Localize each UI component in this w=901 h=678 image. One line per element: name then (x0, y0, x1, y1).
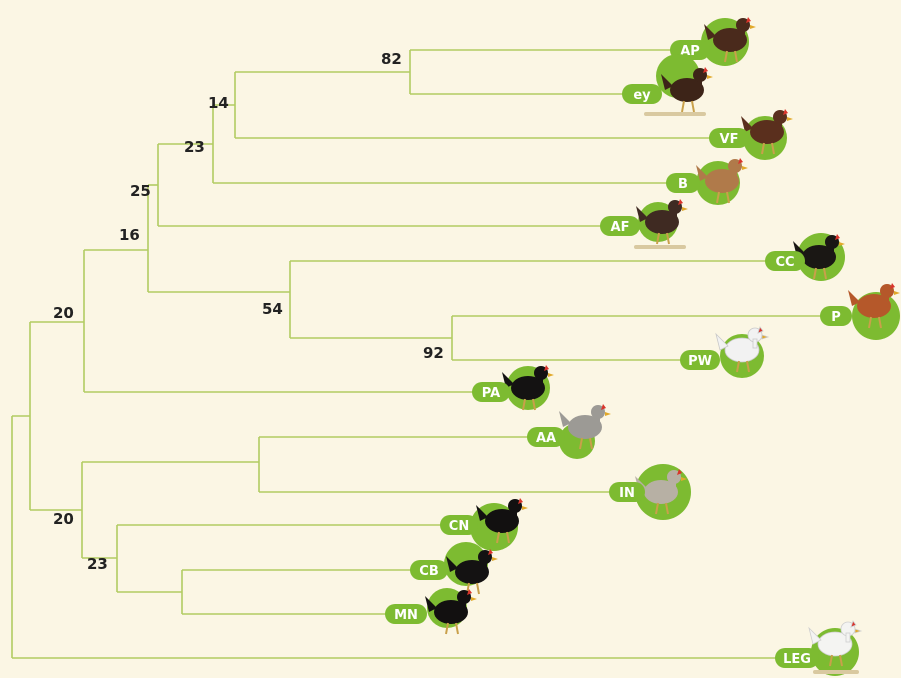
support-value: 16 (119, 226, 140, 244)
tip-label: PW (688, 354, 712, 369)
tip-badge (820, 306, 852, 326)
support-values: 82 14 23 25 16 54 92 20 20 23 (53, 50, 444, 573)
tip-badge (600, 216, 640, 236)
support-value: 23 (184, 138, 205, 156)
tip-label: AF (611, 220, 630, 235)
tip-AA: AA (527, 403, 612, 459)
tip-PW: PW (680, 326, 769, 378)
tip-badge (410, 560, 448, 580)
tip-label: AA (536, 431, 556, 446)
support-value: 20 (53, 510, 74, 528)
support-value: 20 (53, 304, 74, 322)
ground-shadow (813, 670, 859, 674)
tip-badge (609, 482, 645, 502)
tip-label: CN (449, 519, 469, 534)
ground-shadow (634, 245, 686, 249)
support-value: 14 (208, 94, 229, 112)
tip-badge (666, 173, 700, 193)
tip-badge (440, 515, 478, 535)
tip-label: CB (419, 564, 438, 579)
tip-LEG: LEG (775, 620, 862, 676)
tip-VF: VF (709, 108, 794, 160)
tip-badge (765, 251, 805, 271)
tip-badge (709, 128, 749, 148)
branches (11, 49, 840, 659)
tip-P: P (820, 282, 901, 340)
tip-label: ey (633, 88, 651, 103)
support-value: 23 (87, 555, 108, 573)
tip-MN: MN (385, 588, 478, 635)
tip-label: P (831, 310, 841, 325)
tip-label: MN (394, 608, 418, 623)
tip-label: B (678, 177, 688, 192)
support-value: 25 (130, 182, 151, 200)
tip-CB: CB (410, 542, 499, 595)
tip-B: B (666, 157, 749, 205)
tip-badge (775, 648, 819, 668)
tip-badge (622, 84, 662, 104)
tip-badge (385, 604, 427, 624)
tip-CC: CC (765, 233, 846, 281)
support-value: 54 (262, 300, 283, 318)
support-value: 82 (381, 50, 402, 68)
ground-shadow (644, 112, 706, 116)
tip-badge (680, 350, 720, 370)
tip-label: CC (775, 255, 794, 270)
tip-ey: ey (622, 54, 714, 116)
tip-label: VF (720, 132, 739, 147)
tip-label: LEG (783, 652, 811, 667)
tip-AF: AF (600, 198, 689, 249)
tip-PA: PA (472, 364, 555, 411)
tip-label: IN (619, 486, 635, 501)
tip-label: PA (482, 386, 500, 401)
tip-badge (527, 427, 565, 447)
tip-badge (472, 382, 510, 402)
support-value: 92 (423, 344, 444, 362)
tip-CN: CN (440, 497, 529, 551)
tip-IN: IN (609, 464, 691, 520)
